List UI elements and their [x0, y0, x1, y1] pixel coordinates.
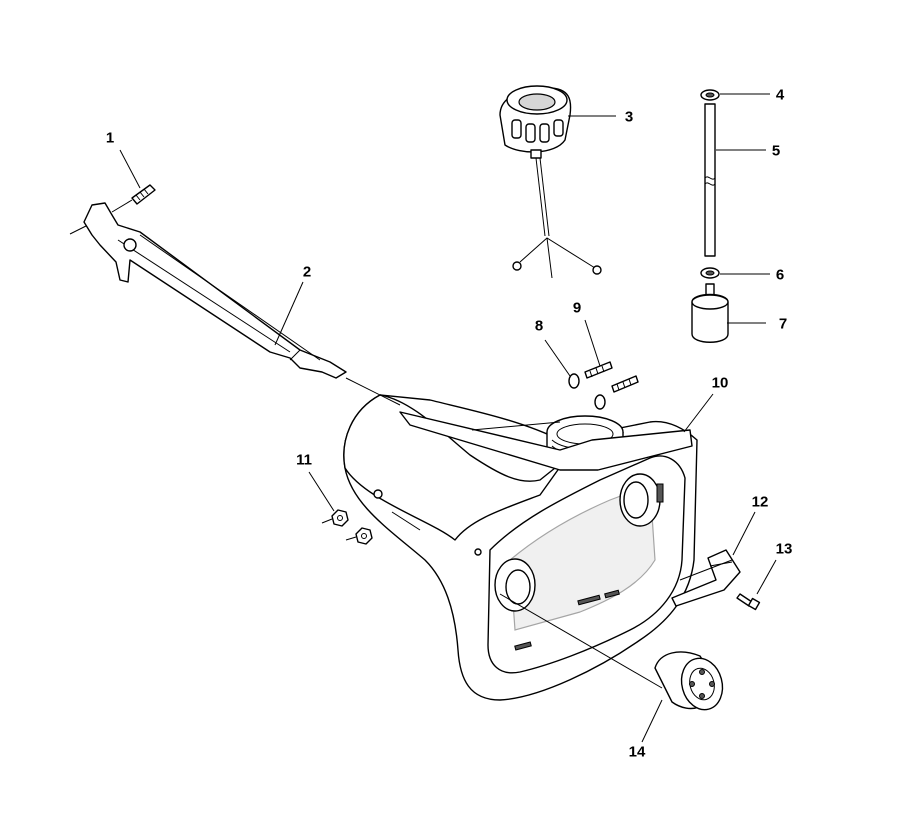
- rubber-buffer: [654, 651, 724, 711]
- handle-left-extension: [69, 225, 87, 235]
- screw-part-13: [736, 593, 761, 611]
- screw-part-1: [111, 184, 156, 213]
- fuel-cap: [499, 85, 602, 279]
- callout-12: 12: [751, 493, 769, 511]
- callout-10: 10: [711, 374, 729, 392]
- fuel-pickup-assembly: [691, 89, 729, 343]
- callout-2: 2: [302, 263, 312, 281]
- callout-14: 14: [628, 743, 646, 761]
- callout-8: 8: [534, 317, 544, 335]
- callout-1: 1: [105, 129, 115, 147]
- callout-4: 4: [775, 86, 785, 104]
- throttle-handle: [83, 202, 347, 379]
- callout-7: 7: [778, 315, 788, 333]
- fuel-tank-housing: [343, 394, 698, 701]
- callout-5: 5: [771, 142, 781, 160]
- washers-and-screws: [568, 361, 639, 410]
- callout-11: 11: [296, 451, 312, 469]
- callout-13: 13: [775, 540, 793, 558]
- handle-cable-line: [345, 377, 401, 406]
- callout-9: 9: [572, 299, 582, 317]
- nuts: [321, 509, 373, 545]
- leader-lines: [119, 93, 777, 743]
- callout-3: 3: [624, 108, 634, 126]
- callout-6: 6: [775, 266, 785, 284]
